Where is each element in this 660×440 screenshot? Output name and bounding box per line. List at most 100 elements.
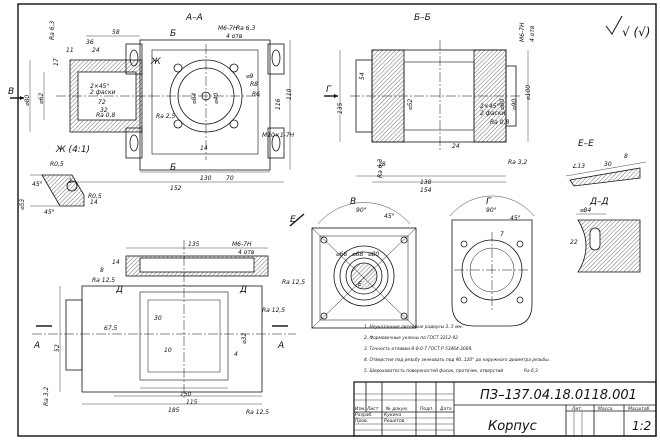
dim-aa-116: 116 [275, 98, 282, 110]
note-1: 1. Неуказанные литейные радиусы 3..5 мм. [364, 324, 463, 330]
aa-housing [139, 39, 271, 171]
dim-aa-130: 130 [200, 175, 212, 182]
dim-bb-chamfer2: 2 фаски [480, 110, 505, 117]
dim-zh-2: 2 [68, 178, 72, 185]
cut-letter-e: Е [290, 215, 296, 225]
dim-plan-30: 30 [154, 315, 162, 322]
dim-bb-18: 18 [378, 161, 386, 168]
dim-aa-24: 24 [92, 47, 100, 54]
title-h-izm: Изм. [355, 406, 366, 412]
dim-plan-185: 185 [168, 407, 180, 414]
dim-aa-36: 36 [86, 39, 94, 46]
view-title-v: В [350, 197, 356, 207]
dim-bb-154: 154 [420, 187, 432, 194]
dim-aa-dia80: ⌀80 [24, 95, 31, 106]
cut-letter-b-bottom: Б [170, 163, 176, 173]
view-section-bb: Б–Б Г 138 154 135 54 18 ⌀52 ⌀80 ⌀90 ⌀100… [324, 13, 536, 194]
rough-aa-25: Ra 2,5 [156, 113, 175, 120]
dim-plan-thread2: 4 отв [238, 249, 255, 256]
title-h-list: Лист [366, 406, 379, 412]
title-col-scale: Масштаб [628, 406, 650, 412]
rough-aa-thread: Ra 6,3 [49, 21, 56, 40]
dim-bb-thread1: M6-7H [519, 22, 526, 42]
dim-bb-dia80: ⌀80 [499, 99, 506, 110]
dim-v-dia66: ⌀66 [336, 251, 347, 258]
title-block: ПЗ–137.04.18.0118.001 Корпус Лит. Масса … [353, 381, 657, 437]
cut-letter-v: В [8, 87, 14, 97]
cut-letter-a-left: А [33, 341, 40, 351]
title-part-name: Корпус [488, 419, 537, 434]
cut-letter-d-left: Д [115, 285, 123, 295]
rough-aa-08: Ra 0,8 [96, 112, 115, 119]
dim-zh-45a: 45° [32, 181, 43, 188]
dim-plan-8: 8 [100, 267, 104, 274]
dim-aa-110: 110 [286, 88, 293, 100]
dim-plan-150: 150 [180, 391, 192, 398]
rough-bb-08: Ra 0,8 [490, 119, 509, 126]
rough-plan-125a: Ra 12,5 [92, 277, 115, 284]
rough-bb-63: Ra 6,3 [377, 159, 384, 178]
dim-dd-22: 22 [570, 239, 578, 246]
rough-plan-125d: Ra 12,5 [246, 409, 269, 416]
dim-plan-67: 67,5 [104, 325, 118, 332]
cut-letter-b-top: Б [170, 29, 176, 39]
dim-v-45: 45° [384, 213, 395, 220]
dim-dd-dia84: ⌀84 [580, 207, 591, 214]
dim-plan-14: 14 [112, 259, 120, 266]
v-flange [311, 227, 417, 329]
view-section-ee: Е–Е ∠13 30 8 [565, 139, 647, 187]
note-2: 2. Формовочные уклоны по ГОСТ 3212-92. [364, 335, 459, 341]
dim-aa-thread1: M6-7H [218, 25, 238, 32]
detail-zh: Ж (4:1) R0,5 R0,5 45° 45° ⌀53 2 14 [19, 145, 102, 216]
dim-v-dia80: ⌀80 [368, 251, 379, 258]
view-plan: А А Д Д 135 185 115 150 67,5 30 ⌀32 52 1… [32, 240, 305, 416]
title-razrab-name: Кукина [384, 412, 401, 418]
view-title-dd: Д–Д [589, 197, 609, 207]
aa-ear-tl [125, 43, 143, 75]
dim-aa-14: 14 [200, 145, 208, 152]
view-title-bb: Б–Б [414, 13, 431, 23]
dim-aa-dia84: ⌀84 [191, 93, 198, 104]
title-doc-code: ПЗ–137.04.18.0118.001 [480, 388, 637, 403]
dim-aa-chamfer1: 2×45° [90, 83, 109, 90]
dim-ee-30: 30 [604, 161, 612, 168]
title-h-doc: № докум. [385, 406, 408, 412]
dim-bb-54: 54 [359, 72, 366, 80]
note-5: 5. Шероховатость поверхностей фасок, про… [364, 368, 503, 374]
dim-v-dia68: ⌀68 [352, 251, 363, 258]
cut-letter-e2: Е [358, 281, 362, 288]
dim-bb-24: 24 [452, 143, 460, 150]
rough-aa-63: Ra 6,3 [236, 25, 255, 32]
view-g: Г 90° 45° 7 [449, 195, 535, 327]
dim-plan-10: 10 [164, 347, 172, 354]
title-col-mass: Масса [598, 406, 613, 412]
dim-aa-17: 17 [53, 58, 60, 66]
dim-zh-dia53: ⌀53 [19, 199, 26, 210]
aa-ear-br [267, 127, 285, 159]
dim-ee-8: 8 [624, 153, 628, 160]
view-section-dd: Д–Д ⌀84 22 [570, 197, 641, 273]
dim-plan-4: 4 [234, 351, 238, 358]
title-h-sign: Подп. [420, 406, 434, 412]
plan-body [81, 285, 263, 393]
dim-ee-13: ∠13 [572, 163, 585, 170]
title-prov-label: Пров. [355, 418, 368, 424]
roughness-corner-mark: √ (√) [605, 15, 650, 39]
dim-v-90: 90° [356, 207, 367, 214]
cut-letter-zh: Ж [150, 57, 161, 67]
aa-ear-bl [125, 127, 143, 159]
view-title-ee: Е–Е [578, 139, 594, 149]
dim-aa-dia62: ⌀62 [38, 93, 45, 104]
note-4: 4. Отверстия под резьбу зенковать под 90… [364, 357, 550, 363]
dim-aa-72: 72 [98, 99, 106, 106]
dim-plan-115: 115 [186, 399, 198, 406]
dim-aa-58: 58 [112, 29, 120, 36]
dim-plan-dia32: ⌀32 [241, 333, 248, 344]
cut-letter-g: Г [326, 85, 332, 95]
cut-letter-d-right: Д [239, 285, 247, 295]
roughness-corner-text: √ (√) [622, 25, 650, 39]
dim-aa-thread2: 4 отв [226, 33, 243, 40]
view-section-aa: А–А В Б Б Ж [8, 13, 295, 192]
note-5-roughness: Ra 6,3 [524, 368, 538, 374]
